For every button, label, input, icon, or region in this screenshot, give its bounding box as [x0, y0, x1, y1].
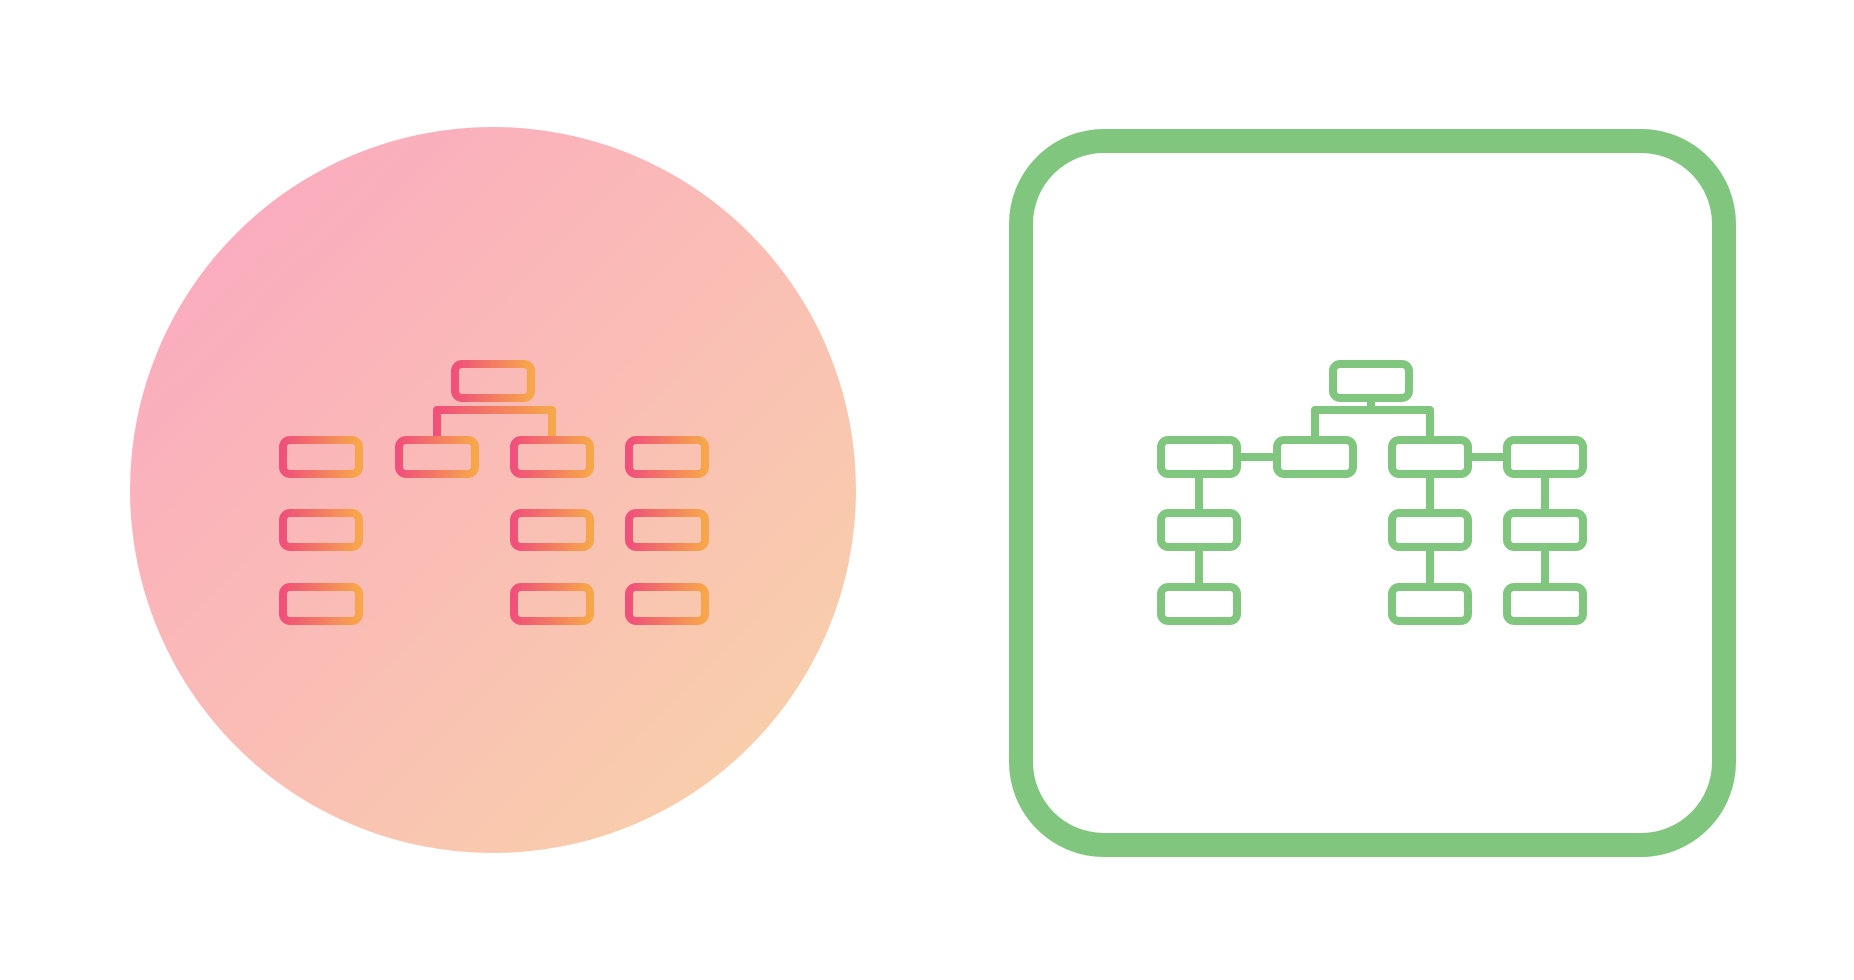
connector-line [1311, 406, 1434, 444]
node-box [1503, 509, 1587, 551]
node-box [279, 436, 363, 478]
node-box [279, 583, 363, 625]
node-box [395, 436, 479, 478]
outlined-square-icon [1009, 129, 1736, 857]
node-box [279, 509, 363, 551]
node-box [510, 436, 594, 478]
node-box [1329, 360, 1413, 402]
node-box [1503, 436, 1587, 478]
sitemap-diagram-left [279, 360, 709, 625]
node-box [625, 583, 709, 625]
node-box [1273, 436, 1357, 478]
rounded-square-frame [1009, 129, 1736, 857]
gradient-circle-icon [130, 127, 856, 853]
node-box [1157, 509, 1241, 551]
node-box [1503, 583, 1587, 625]
node-box [1157, 436, 1241, 478]
connector-line [433, 406, 556, 444]
node-box [451, 360, 535, 402]
node-box [625, 436, 709, 478]
node-box [1388, 436, 1472, 478]
node-box [510, 583, 594, 625]
node-box [1388, 509, 1472, 551]
sitemap-diagram-right [1157, 360, 1587, 625]
node-box [625, 509, 709, 551]
node-box [1157, 583, 1241, 625]
node-box [1388, 583, 1472, 625]
node-box [510, 509, 594, 551]
circle-background [130, 127, 856, 853]
